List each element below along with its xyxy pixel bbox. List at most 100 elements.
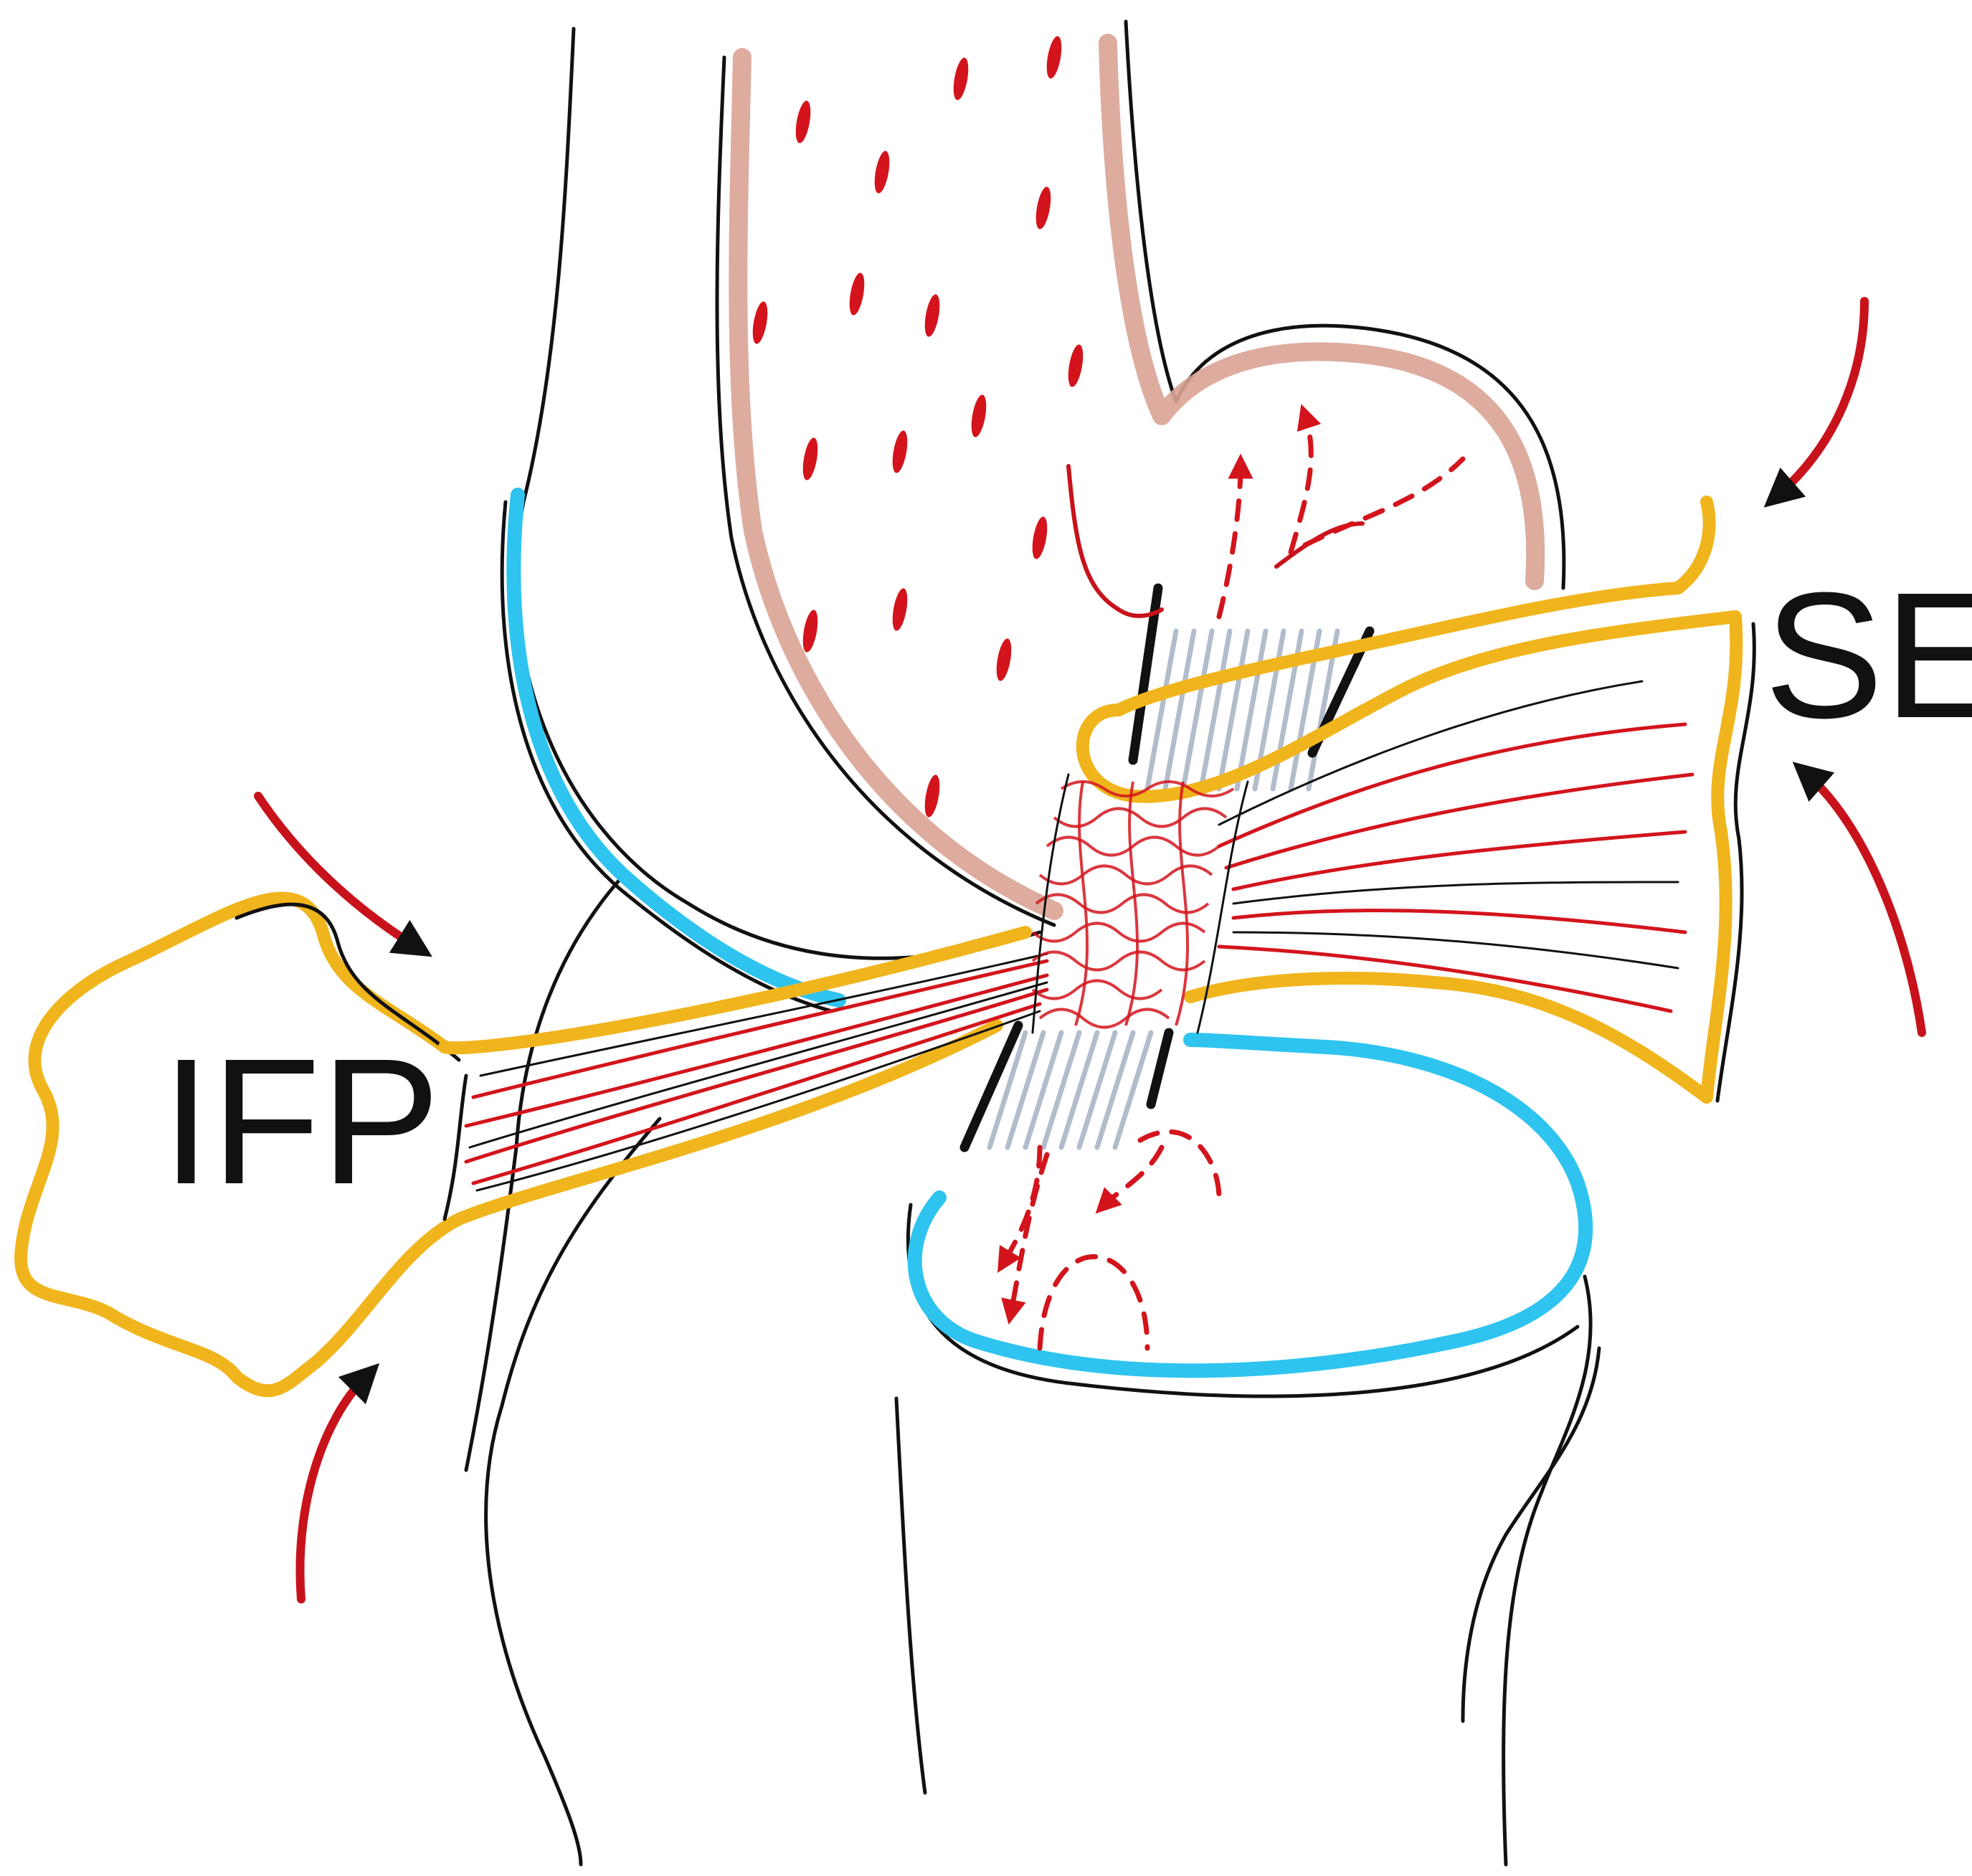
dashed-perfusion-up-2 [1288, 404, 1322, 555]
femur-cortex-black-right [1124, 19, 1566, 590]
mesh-strand [1074, 781, 1089, 1026]
femur-outer-contour [514, 27, 1042, 960]
se-right-black-edge [1715, 622, 1756, 1103]
mesh-strand [1053, 807, 1228, 828]
marrow-vessel [924, 294, 940, 337]
infrapatellar-fat-pad-outline [14, 891, 1003, 1398]
dashed-perfusion-up-1 [1216, 453, 1253, 620]
tibia-right-contour [1502, 1274, 1593, 1867]
marrow-vessel [1035, 186, 1051, 229]
tibia-shaft-left [894, 1396, 927, 1795]
marrow-vessel [996, 638, 1012, 681]
mesh-strand [1031, 922, 1206, 943]
marrow-vessel [1032, 516, 1048, 559]
marrow-vessel [1068, 344, 1084, 387]
mesh-strand [1124, 781, 1139, 1026]
tibia-inner-contour [1461, 1346, 1601, 1723]
ligament-fibers-lower [987, 1030, 1154, 1150]
mesh-strand [1031, 950, 1206, 972]
dashed-loop-right [1137, 1129, 1222, 1200]
grey-fiber [1094, 1030, 1136, 1150]
mesh-strand [1046, 835, 1220, 857]
marrow-vessel [849, 273, 865, 316]
marrow-vessel [802, 437, 818, 480]
red-fiber [1231, 830, 1687, 891]
mesh-outline-left [1031, 773, 1070, 1034]
red-fiber [1231, 909, 1687, 934]
grey-fiber [1058, 1030, 1100, 1150]
mesh-strand [1031, 979, 1163, 1000]
mesh-strand [1038, 1008, 1170, 1029]
dashed-perfusion-down-2 [1001, 1152, 1050, 1325]
ligament-fibers-ifp [442, 952, 1049, 1221]
marrow-vessel [874, 151, 890, 194]
grey-fiber [1234, 628, 1269, 792]
marrow-vessel [892, 588, 908, 631]
grey-fiber [1076, 1030, 1118, 1150]
black-fiber [479, 952, 1048, 1077]
arrow-ifp-bottom [295, 1363, 380, 1603]
marrow-vessel [953, 57, 969, 100]
red-fiber [464, 987, 1049, 1164]
dashed-perfusion-down-3 [1095, 1145, 1165, 1214]
grey-fiber [987, 1030, 1028, 1150]
vessel-branch [1274, 521, 1365, 569]
ligament-fibers-se [1217, 680, 1694, 1013]
background-outlines [464, 27, 1601, 1867]
marrow-vessel [892, 430, 908, 473]
black-fiber [1232, 931, 1679, 970]
red-fiber [471, 1002, 1042, 1185]
marrow-vessel [924, 774, 940, 818]
dashed-perfusion-down-1 [997, 1145, 1043, 1274]
marrow-vessel [802, 610, 818, 653]
arrow-ifp-top [254, 792, 432, 957]
arrow-se-top [1763, 297, 1869, 508]
grey-fiber [1180, 628, 1215, 792]
grey-fiber [1216, 628, 1251, 792]
red-fiber [1224, 772, 1694, 870]
femur-cortex-black [715, 55, 1056, 927]
grey-fiber [1023, 1030, 1064, 1150]
label-se: SE [1764, 555, 1972, 755]
marrow-vessels [752, 36, 1084, 818]
compression-arrows [254, 297, 1926, 1603]
femur [715, 19, 1566, 927]
black-fiber [1232, 881, 1679, 905]
grey-fiber [1198, 628, 1233, 792]
black-fiber [468, 981, 1048, 1149]
fibula-contour [484, 1117, 662, 1867]
infrapatellar-fat-pad-black-edge [234, 902, 461, 1062]
marrow-vessel [795, 100, 811, 143]
grey-fiber [1040, 1030, 1082, 1150]
mesh-outline-right [1196, 780, 1249, 1034]
femur-cortex-pink-right [1099, 34, 1545, 590]
dashed-loop-lower [1037, 1254, 1150, 1351]
grey-fiber [1005, 1030, 1046, 1150]
mesh-strand [1175, 781, 1190, 1026]
label-ifp: IFP [161, 1021, 440, 1221]
vessel-to-femur [1066, 464, 1164, 618]
red-fiber [471, 959, 1049, 1099]
tibial-cartilage [907, 1033, 1593, 1378]
red-fiber [1217, 944, 1673, 1013]
patellar-cartilage-edge [500, 500, 834, 1013]
vascular-flow [997, 404, 1466, 1351]
mesh-strand [1038, 864, 1213, 886]
fat-pad-upper-band [438, 926, 1032, 1055]
grey-fiber [1162, 628, 1197, 792]
black-fiber [475, 1010, 1041, 1192]
marrow-vessel [1046, 36, 1062, 79]
vascular-mesh [1031, 773, 1249, 1034]
mesh-strand [1060, 780, 1235, 797]
synovial-band-upper [1112, 496, 1716, 716]
red-fiber [1217, 722, 1687, 848]
red-fiber [464, 973, 1049, 1128]
ligament-boundary-upper-left [1128, 583, 1163, 765]
ligament-boundary-lower-left [959, 1020, 1023, 1152]
cartilage [500, 488, 1593, 1378]
synovial-band-to-se [1076, 610, 1742, 803]
se-right-edge [1700, 610, 1743, 1104]
synovial-band-lower [1184, 972, 1713, 1104]
mesh-strand [1035, 893, 1210, 914]
